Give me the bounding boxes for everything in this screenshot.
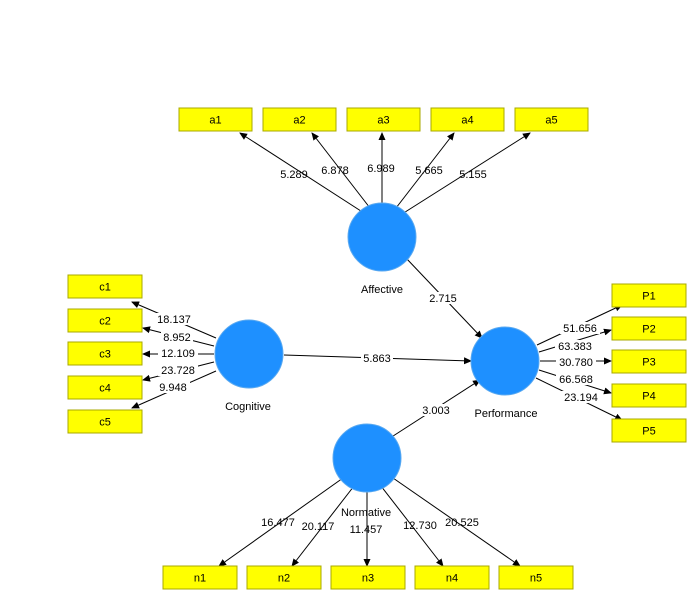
indicator-label-p2: P2 [642, 324, 655, 336]
indicator-p2[interactable]: P2 [611, 316, 687, 341]
indicator-label-c4: c4 [99, 383, 111, 395]
indicator-label-a1: a1 [209, 115, 221, 127]
edge-affective-a2 [311, 132, 371, 209]
indicator-a2[interactable]: a2 [262, 107, 337, 132]
loading-label-c1: 18.137 [157, 314, 191, 326]
indicator-label-n3: n3 [362, 573, 374, 585]
loading-label-n4: 12.730 [403, 520, 437, 532]
indicator-a1[interactable]: a1 [178, 107, 253, 132]
construct-normative[interactable]: Normative [332, 423, 402, 519]
path-label-cognitive-performance: 5.863 [363, 353, 391, 365]
edge-normative-n5 [392, 477, 521, 567]
indicator-label-p3: P3 [642, 357, 655, 369]
indicator-label-n1: n1 [194, 573, 206, 585]
indicator-a3[interactable]: a3 [346, 107, 421, 132]
loading-label-a5: 5.155 [459, 169, 487, 181]
indicator-label-n2: n2 [278, 573, 290, 585]
edge-normative-n1 [218, 477, 344, 567]
loading-label-p2: 63.383 [558, 341, 592, 353]
construct-affective[interactable]: Affective [347, 202, 417, 296]
indicator-c3[interactable]: c3 [67, 341, 143, 366]
indicator-label-p1: P1 [642, 291, 655, 303]
path-label-normative-performance: 3.003 [422, 405, 450, 417]
loading-label-n1: 16.477 [261, 517, 295, 529]
construct-affective-circle[interactable] [347, 202, 417, 272]
construct-performance[interactable]: Performance [470, 326, 540, 420]
indicator-n3[interactable]: n3 [330, 565, 406, 590]
loading-label-n2: 20.117 [302, 521, 335, 533]
path-label-affective-performance: 2.715 [429, 293, 457, 305]
indicator-label-p4: P4 [642, 391, 655, 403]
indicator-p4[interactable]: P4 [611, 383, 687, 408]
construct-cognitive-circle[interactable] [214, 319, 284, 389]
construct-normative-circle[interactable] [332, 423, 402, 493]
loading-label-a4: 5.665 [415, 165, 443, 177]
loading-label-p1: 51.656 [563, 323, 597, 335]
loading-label-c5: 9.948 [159, 382, 187, 394]
indicator-c5[interactable]: c5 [67, 409, 143, 434]
edge-normative-n2 [291, 485, 355, 567]
indicator-n1[interactable]: n1 [162, 565, 238, 590]
construct-affective-label: Affective [361, 284, 403, 296]
indicator-label-n5: n5 [530, 573, 542, 585]
loading-label-n5: 20.525 [445, 517, 479, 529]
indicator-label-a5: a5 [545, 115, 557, 127]
loading-label-a3: 6.989 [367, 163, 395, 175]
construct-performance-circle[interactable] [470, 326, 540, 396]
indicator-c4[interactable]: c4 [67, 375, 143, 400]
loading-label-p4: 66.568 [559, 374, 593, 386]
loading-label-a2: 6.878 [321, 165, 349, 177]
indicator-label-a4: a4 [461, 115, 473, 127]
loading-label-a1: 5.289 [280, 169, 308, 181]
construct-cognitive[interactable]: Cognitive [214, 319, 284, 413]
indicator-label-a3: a3 [377, 115, 389, 127]
loading-label-p3: 30.780 [559, 357, 593, 369]
edge-affective-a4 [395, 132, 455, 209]
construct-cognitive-label: Cognitive [225, 401, 271, 413]
loading-label-n3: 11.457 [350, 524, 383, 536]
indicator-label-c3: c3 [99, 349, 111, 361]
indicator-a4[interactable]: a4 [430, 107, 505, 132]
loading-label-c4: 23.728 [161, 365, 195, 377]
indicator-n4[interactable]: n4 [414, 565, 490, 590]
indicator-label-a2: a2 [293, 115, 305, 127]
indicator-a5[interactable]: a5 [514, 107, 589, 132]
indicator-c2[interactable]: c2 [67, 308, 143, 333]
construct-performance-label: Performance [475, 408, 538, 420]
construct-normative-label: Normative [341, 507, 391, 519]
loading-label-p5: 23.194 [564, 392, 598, 404]
indicator-n5[interactable]: n5 [498, 565, 574, 590]
indicator-label-c2: c2 [99, 316, 111, 328]
indicator-label-c5: c5 [99, 417, 111, 429]
indicator-p1[interactable]: P1 [611, 283, 687, 308]
edge-affective-a5 [401, 132, 531, 215]
indicator-p3[interactable]: P3 [611, 349, 687, 374]
indicator-p5[interactable]: P5 [611, 418, 687, 443]
indicator-n2[interactable]: n2 [246, 565, 322, 590]
indicator-label-p5: P5 [642, 426, 655, 438]
indicator-label-c1: c1 [99, 282, 111, 294]
loading-label-c2: 8.952 [163, 332, 191, 344]
indicator-c1[interactable]: c1 [67, 274, 143, 299]
edge-affective-a1 [239, 132, 365, 214]
indicator-label-n4: n4 [446, 573, 458, 585]
edge-normative-n4 [380, 485, 444, 567]
loading-label-c3: 12.109 [161, 348, 195, 360]
